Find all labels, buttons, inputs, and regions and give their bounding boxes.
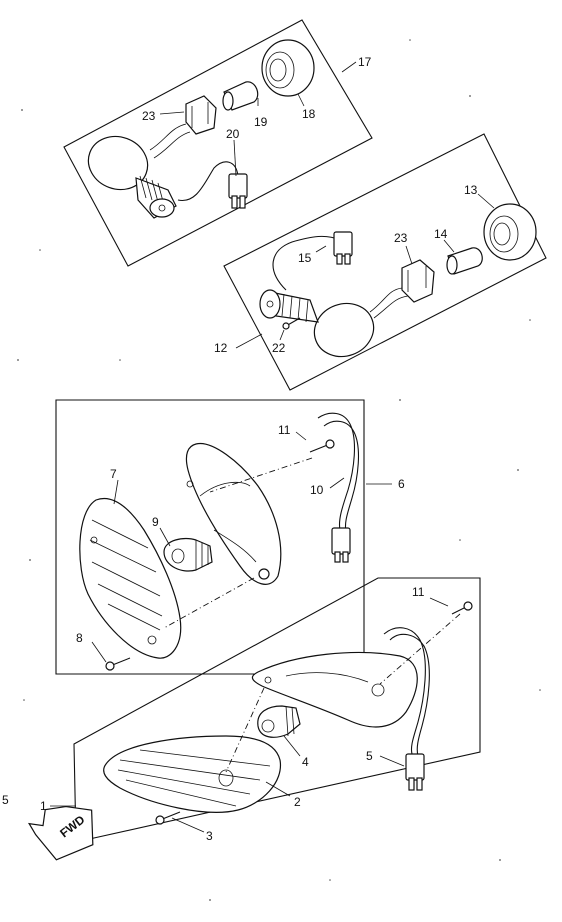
scan-noise (17, 39, 541, 901)
screw-8 (105, 657, 131, 671)
connector-10 (331, 527, 351, 555)
assembly-12-frame (223, 133, 547, 391)
callout-23-mid: 23 (394, 231, 408, 245)
connector-5 (405, 753, 425, 781)
callout-11-top: 11 (278, 423, 291, 437)
wire-harness-20 (177, 161, 239, 201)
callout-7: 7 (110, 467, 117, 481)
outer-lens-7 (79, 498, 182, 659)
callout-3: 3 (206, 829, 213, 843)
flasher-lens-rear-right (313, 302, 375, 358)
corner-mark: 5 (2, 793, 9, 807)
callout-labels: 17 18 19 23 20 13 14 23 15 12 22 11 7 10… (40, 55, 478, 843)
callout-10: 10 (310, 483, 324, 497)
callout-18: 18 (302, 107, 316, 121)
callout-22: 22 (272, 341, 286, 355)
callout-1: 1 (40, 799, 47, 813)
flasher-stem-rear-left (135, 175, 177, 219)
callout-8: 8 (76, 631, 83, 645)
housing-6 (185, 442, 282, 585)
bulb-socket-23-top (185, 95, 217, 135)
flasher-lens-rear-left (87, 135, 149, 191)
fwd-arrow-icon: FWD (27, 805, 94, 861)
callout-12: 12 (214, 341, 228, 355)
assembly-12-group (223, 133, 547, 391)
callout-5: 5 (366, 749, 373, 763)
lens-cap-18 (261, 39, 315, 97)
wire-harness-10 (317, 412, 355, 531)
screw-11-bottom (451, 601, 473, 615)
connector-20 (228, 173, 248, 199)
callout-11-bottom: 11 (412, 585, 425, 599)
assembly-17-frame (63, 19, 373, 267)
connector-15 (333, 231, 353, 257)
assembly-17-group (63, 19, 373, 267)
assembly-1-group (50, 577, 481, 843)
wire-harness-5 (383, 627, 426, 755)
callout-14: 14 (434, 227, 448, 241)
bulb-socket-23-mid (401, 259, 435, 303)
callout-9: 9 (152, 515, 159, 529)
callout-2: 2 (294, 795, 301, 809)
bulb-9 (163, 537, 213, 572)
callout-6: 6 (398, 477, 405, 491)
callout-15: 15 (298, 251, 312, 265)
bulb-19 (222, 81, 259, 111)
outer-lens-2 (103, 735, 282, 813)
callout-19: 19 (254, 115, 268, 129)
assembly-6-group (55, 399, 392, 675)
callout-20: 20 (226, 127, 240, 141)
screw-3 (155, 811, 181, 825)
callout-17: 17 (358, 55, 372, 69)
callout-23-top: 23 (142, 109, 156, 123)
screw-11-top (309, 439, 335, 453)
callout-13: 13 (464, 183, 478, 197)
screw-22 (282, 317, 301, 330)
housing-front-right (251, 651, 418, 728)
bulb-14 (446, 247, 483, 275)
wire-harness-15 (272, 235, 341, 291)
bulb-4 (257, 705, 301, 738)
lens-cap-13 (483, 203, 537, 261)
callout-4: 4 (302, 755, 309, 769)
flasher-stem-rear-right (259, 289, 319, 323)
